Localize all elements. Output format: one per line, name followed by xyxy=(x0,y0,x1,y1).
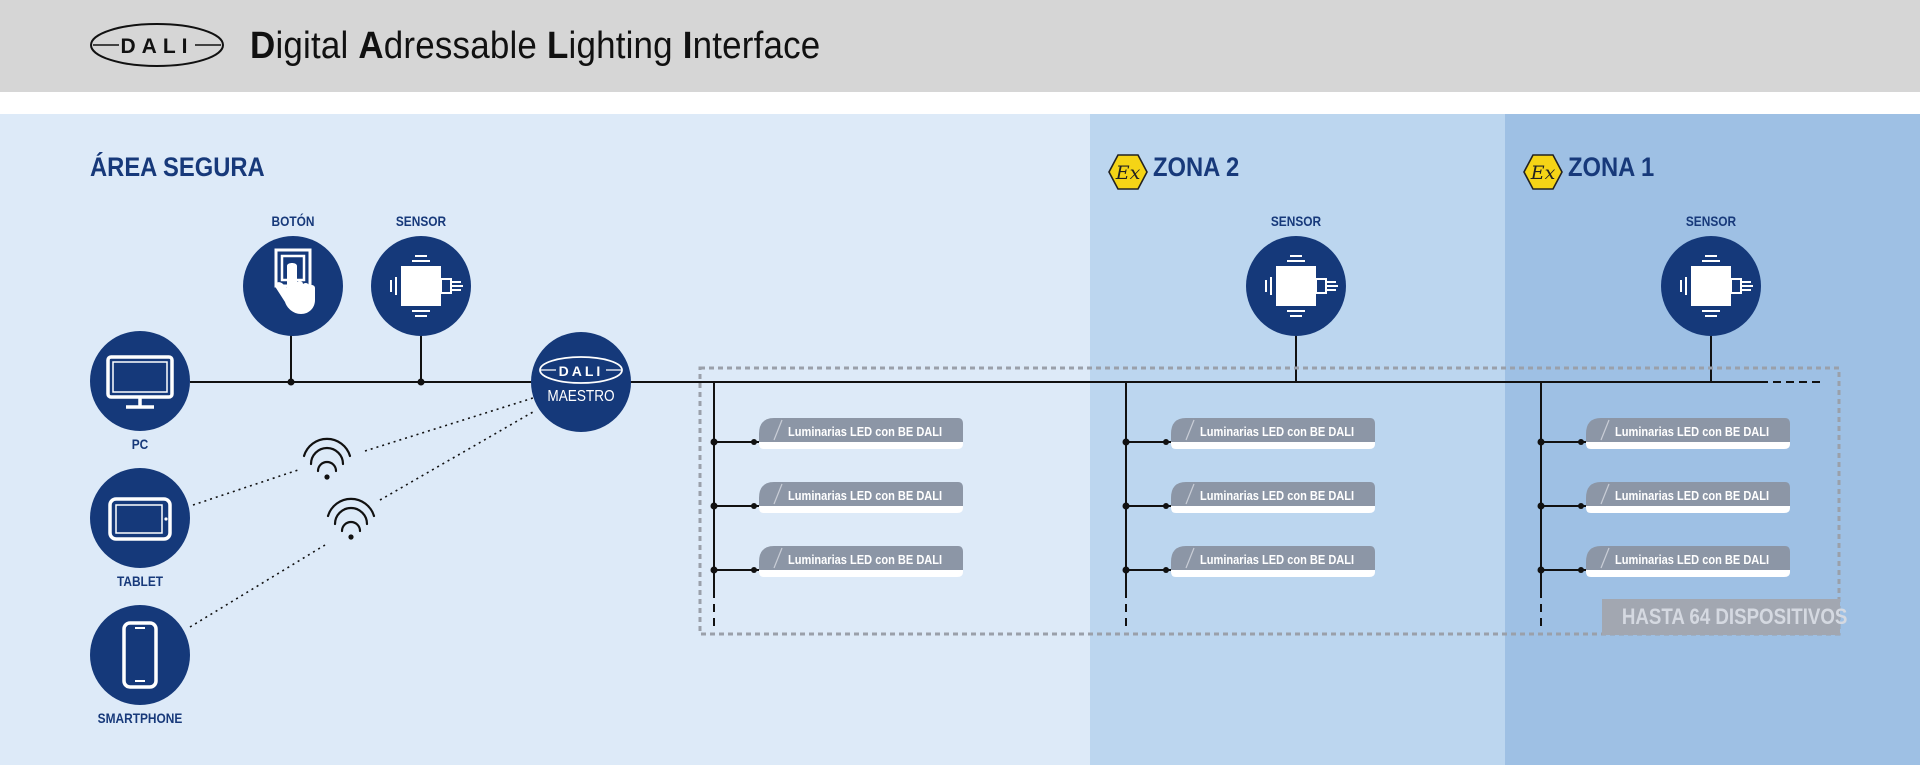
luminaire-label: Luminarias LED con BE DALI xyxy=(1615,488,1770,503)
luminaire-label: Luminarias LED con BE DALI xyxy=(1615,552,1770,567)
dali-logo-text: DALI xyxy=(121,35,194,58)
luminaire-label: Luminarias LED con BE DALI xyxy=(788,424,943,439)
luminaire-shape xyxy=(1586,482,1790,513)
sensor-icon xyxy=(390,255,463,317)
pc-label: PC xyxy=(131,436,149,452)
smartphone-label: SMARTPHONE xyxy=(97,710,183,726)
luminaire-shape xyxy=(759,546,963,577)
tablet-label: TABLET xyxy=(116,573,164,589)
button-device xyxy=(243,236,343,336)
luminaire-label: Luminarias LED con BE DALI xyxy=(788,488,943,503)
led-luminaire: Luminarias LED con BE DALI xyxy=(758,544,964,580)
luminaire-shape xyxy=(759,418,963,449)
zone-1-title: ZONA 1 xyxy=(1568,152,1655,182)
luminaire-shape xyxy=(759,482,963,513)
sensor-label: SENSOR xyxy=(395,213,447,229)
dali-logo: DALI xyxy=(90,23,224,67)
svg-text:DALI: DALI xyxy=(559,363,604,379)
luminaire-label: Luminarias LED con BE DALI xyxy=(1200,424,1355,439)
zone-2-title: ZONA 2 xyxy=(1153,152,1240,182)
master-label: MAESTRO xyxy=(547,388,615,405)
svg-text:Ex: Ex xyxy=(1530,162,1556,184)
luminaire-label: Luminarias LED con BE DALI xyxy=(1200,552,1355,567)
smartphone-device xyxy=(90,605,190,705)
ex-icon: Ex xyxy=(1523,154,1563,190)
luminaire-shape xyxy=(1171,482,1375,513)
smartphone-icon xyxy=(122,621,158,689)
led-luminaire: Luminarias LED con BE DALI xyxy=(1585,480,1791,516)
sensor-icon xyxy=(1265,255,1338,317)
luminaire-label: Luminarias LED con BE DALI xyxy=(1200,488,1355,503)
sensor-device xyxy=(1246,236,1346,336)
header-bar: DALI Digital Adressable Lighting Interfa… xyxy=(0,0,1920,92)
led-luminaire: Luminarias LED con BE DALI xyxy=(1170,480,1376,516)
luminaire-label: Luminarias LED con BE DALI xyxy=(1615,424,1770,439)
sensor-icon xyxy=(1680,255,1753,317)
monitor-icon xyxy=(106,355,174,409)
led-luminaire: Luminarias LED con BE DALI xyxy=(758,480,964,516)
safe-area-title: ÁREA SEGURA xyxy=(90,152,265,182)
tablet-device xyxy=(90,468,190,568)
sensor-label: SENSOR xyxy=(1685,213,1737,229)
led-luminaire: Luminarias LED con BE DALI xyxy=(758,416,964,452)
led-luminaire: Luminarias LED con BE DALI xyxy=(1170,544,1376,580)
push-button-icon xyxy=(274,248,315,314)
led-luminaire: Luminarias LED con BE DALI xyxy=(1170,416,1376,452)
luminaire-shape xyxy=(1171,418,1375,449)
svg-text:Ex: Ex xyxy=(1115,162,1141,184)
luminaire-shape xyxy=(1586,418,1790,449)
led-luminaire: Luminarias LED con BE DALI xyxy=(1585,416,1791,452)
sensor-device xyxy=(1661,236,1761,336)
capacity-badge: HASTA 64 DISPOSITIVOS xyxy=(1602,599,1847,635)
page-title: Digital Adressable Lighting Interface xyxy=(250,25,821,67)
luminaire-label: Luminarias LED con BE DALI xyxy=(788,552,943,567)
pc-device xyxy=(90,331,190,431)
tablet-icon xyxy=(108,497,172,541)
dali-master-device: DALI MAESTRO xyxy=(531,332,631,432)
sensor-label: SENSOR xyxy=(1270,213,1322,229)
sensor-device xyxy=(371,236,471,336)
button-label: BOTÓN xyxy=(271,213,315,229)
led-luminaire: Luminarias LED con BE DALI xyxy=(1585,544,1791,580)
luminaire-shape xyxy=(1586,546,1790,577)
dali-logo: DALI xyxy=(539,356,623,384)
ex-icon: Ex xyxy=(1108,154,1148,190)
luminaire-shape xyxy=(1171,546,1375,577)
